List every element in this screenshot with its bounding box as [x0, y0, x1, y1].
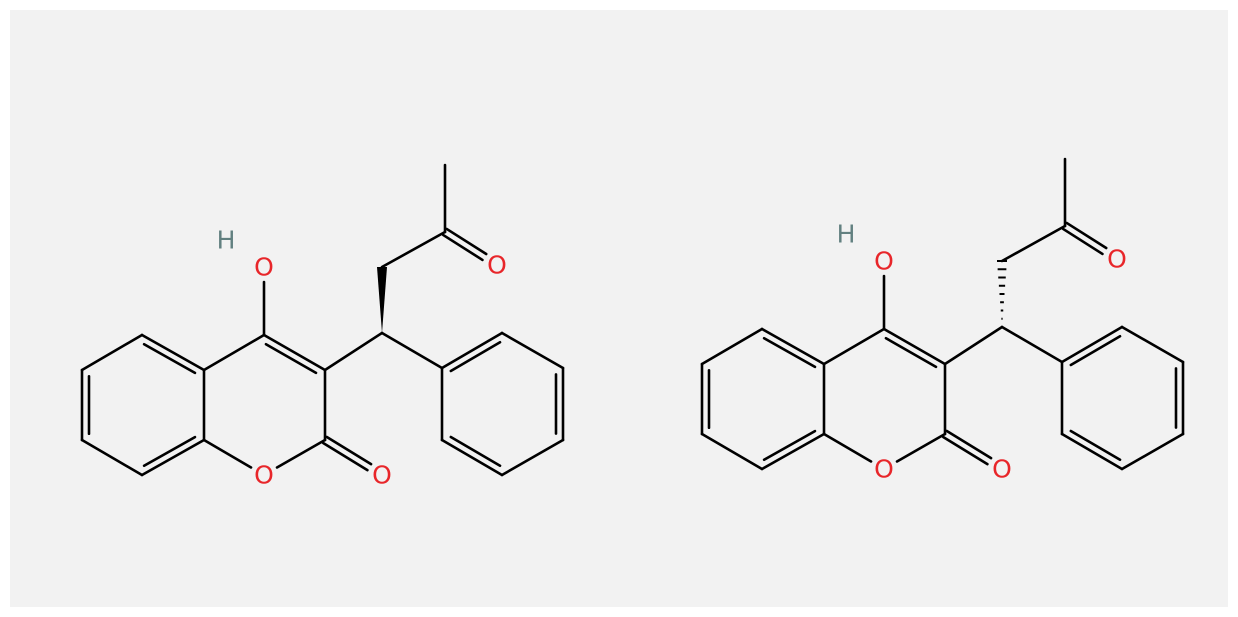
solid-wedge-bond [377, 267, 387, 333]
single-bond [1120, 432, 1185, 471]
double-bond-line [440, 331, 504, 370]
ketone-oxygen-label: O [1107, 245, 1127, 274]
structure-canvas: H O O O O H O O O O [10, 10, 1228, 607]
double-bond-line [1061, 227, 1104, 256]
double-bond-line [440, 438, 504, 477]
double-bond-inner-line [142, 342, 197, 375]
single-bond [202, 438, 253, 469]
single-bond [895, 432, 947, 463]
hydrogen-label: H [837, 220, 856, 249]
double-bond-line [321, 441, 369, 472]
double-bond-line [140, 333, 206, 372]
single-bond [1120, 325, 1185, 364]
double-bond-line [140, 438, 206, 477]
double-bond-line [325, 435, 373, 466]
hydrogen-label: H [217, 226, 236, 255]
carbonyl-oxygen-label: O [372, 461, 392, 490]
double-bond-inner-line [762, 429, 817, 462]
single-bond [700, 432, 764, 471]
double-bond-line [941, 435, 989, 466]
molecule-hashed-wedge: H O O O O [700, 157, 1185, 484]
double-bond-inner-line [884, 336, 938, 369]
double-bond-line [1065, 221, 1108, 250]
double-bond-inner-line [1069, 429, 1122, 462]
double-bond-line [945, 429, 993, 460]
diagram-background [10, 10, 1228, 607]
double-bond-line [262, 333, 327, 372]
single-bond [500, 331, 565, 370]
molecule-bonds [700, 157, 1185, 471]
double-bond-inner-line [449, 435, 502, 468]
single-bond [1000, 325, 1064, 364]
double-bond-line [760, 432, 826, 471]
single-bond [500, 438, 565, 477]
carbonyl-oxygen-label: O [992, 455, 1012, 484]
single-bond [380, 331, 444, 370]
single-bond [700, 327, 764, 366]
molecule-bonds [80, 163, 565, 477]
single-bond [275, 438, 327, 469]
double-bond-line [882, 327, 947, 366]
double-bond-inner-line [142, 435, 197, 468]
single-bond [380, 230, 447, 269]
single-bond [80, 438, 144, 477]
structure-diagram: H O O O O H O O O O [10, 10, 1228, 607]
ring-oxygen-label: O [874, 455, 894, 484]
molecule-solid-wedge: H O O O O [80, 163, 565, 490]
hydroxyl-oxygen-label: O [874, 247, 894, 276]
double-bond-line [441, 233, 484, 262]
double-bond-line [1060, 325, 1124, 364]
hydroxyl-oxygen-label: O [254, 253, 274, 282]
double-bond-inner-line [449, 340, 502, 373]
double-bond-line [760, 327, 826, 366]
single-bond [323, 331, 384, 372]
single-bond [822, 327, 886, 366]
single-bond [943, 325, 1004, 366]
double-bond-inner-line [1069, 334, 1122, 367]
double-bond-inner-line [762, 336, 817, 369]
single-bond [822, 432, 873, 463]
ring-oxygen-label: O [254, 461, 274, 490]
double-bond-inner-line [264, 342, 318, 375]
single-bond [80, 333, 144, 372]
single-bond [1000, 224, 1067, 263]
double-bond-line [1060, 432, 1124, 471]
single-bond [202, 333, 266, 372]
ketone-oxygen-label: O [487, 251, 507, 280]
double-bond-line [445, 227, 488, 256]
